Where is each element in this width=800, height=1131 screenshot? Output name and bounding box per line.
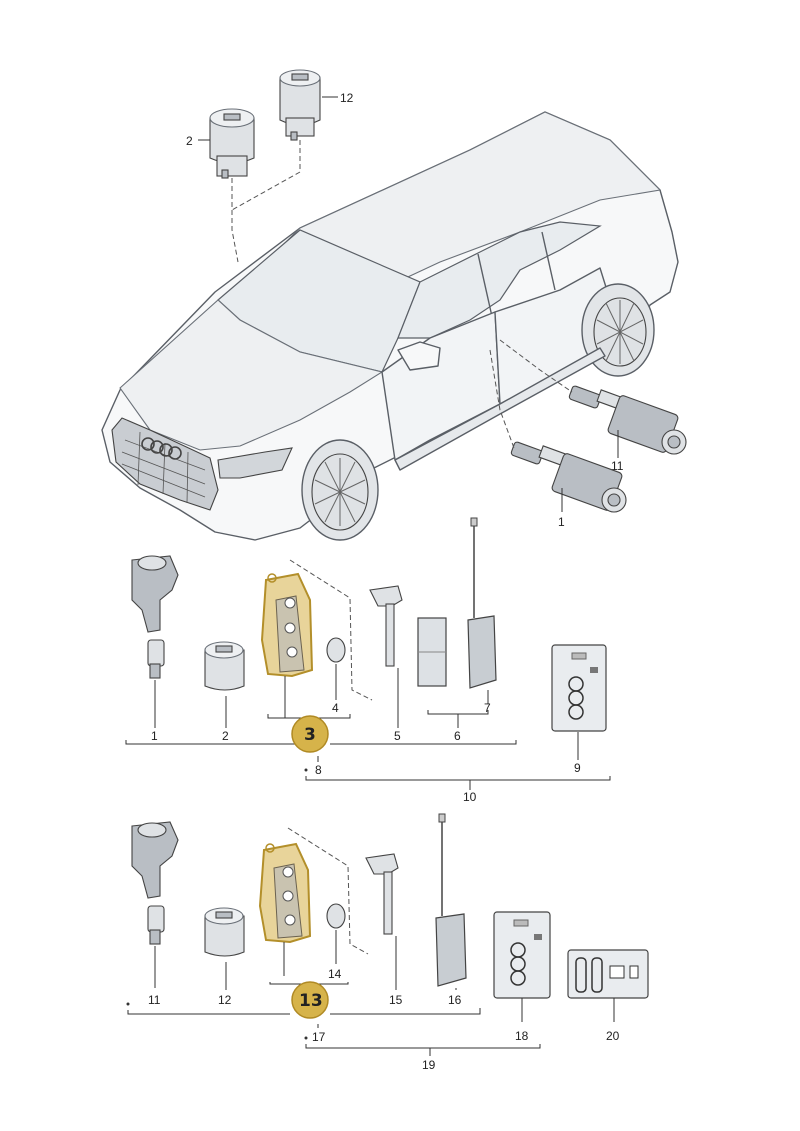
vehicle-illustration	[101, 111, 679, 541]
battery-14	[326, 903, 346, 929]
emergency-key-15	[365, 853, 399, 935]
callout-16-bot: 16	[448, 993, 462, 1007]
callout-1-mid: 1	[151, 729, 158, 743]
callout-15-bot: 15	[389, 993, 403, 1007]
callout-19-bot: 19	[422, 1058, 436, 1072]
door-lock-top-1	[510, 441, 627, 513]
callout-17-bot: 17	[312, 1030, 326, 1044]
antenna-7	[467, 517, 497, 689]
ignition-lock-1	[131, 555, 179, 679]
callout-4-mid: 4	[332, 701, 339, 715]
key-fob-13	[258, 842, 312, 944]
highlight-marker-13	[291, 981, 329, 1019]
callout-6-mid: 6	[454, 729, 461, 743]
callout-12-bot: 12	[218, 993, 232, 1007]
callout-2-mid: 2	[222, 729, 229, 743]
callout-5-mid: 5	[394, 729, 401, 743]
callout-20-bot: 20	[606, 1029, 620, 1043]
lock-cylinder-top-12	[279, 69, 321, 141]
key-card-6	[417, 617, 447, 687]
callout-11-top: 11	[611, 459, 624, 473]
highlight-marker-3	[291, 715, 329, 753]
callout-1-top: 1	[558, 515, 565, 529]
callout-2-top: 2	[186, 134, 193, 148]
lock-cylinder-2	[204, 641, 245, 691]
lock-cylinder-12	[204, 907, 245, 957]
antenna-16	[435, 813, 467, 987]
callout-9-mid: 9	[574, 761, 581, 775]
callout-10-mid: 10	[463, 790, 477, 804]
door-lock-top-11	[568, 385, 687, 455]
callout-18-bot: 18	[515, 1029, 529, 1043]
emergency-key-5	[369, 585, 403, 667]
key-card-20	[567, 949, 649, 999]
callout-13-bot: 13	[299, 991, 323, 1011]
callout-14-bot: 14	[328, 967, 342, 981]
lock-cylinder-top-2	[209, 108, 255, 179]
callout-12-top: 12	[340, 91, 354, 105]
battery-4	[326, 637, 346, 663]
callout-8-mid: 8	[315, 763, 322, 777]
key-fob-3	[260, 572, 314, 678]
key-card-9	[551, 644, 607, 732]
callout-7-mid: 7	[484, 701, 491, 715]
callout-11-bot: 11	[148, 993, 161, 1007]
ignition-lock-11	[131, 821, 179, 945]
callout-3-mid: 3	[304, 725, 316, 745]
key-card-18	[493, 911, 551, 999]
